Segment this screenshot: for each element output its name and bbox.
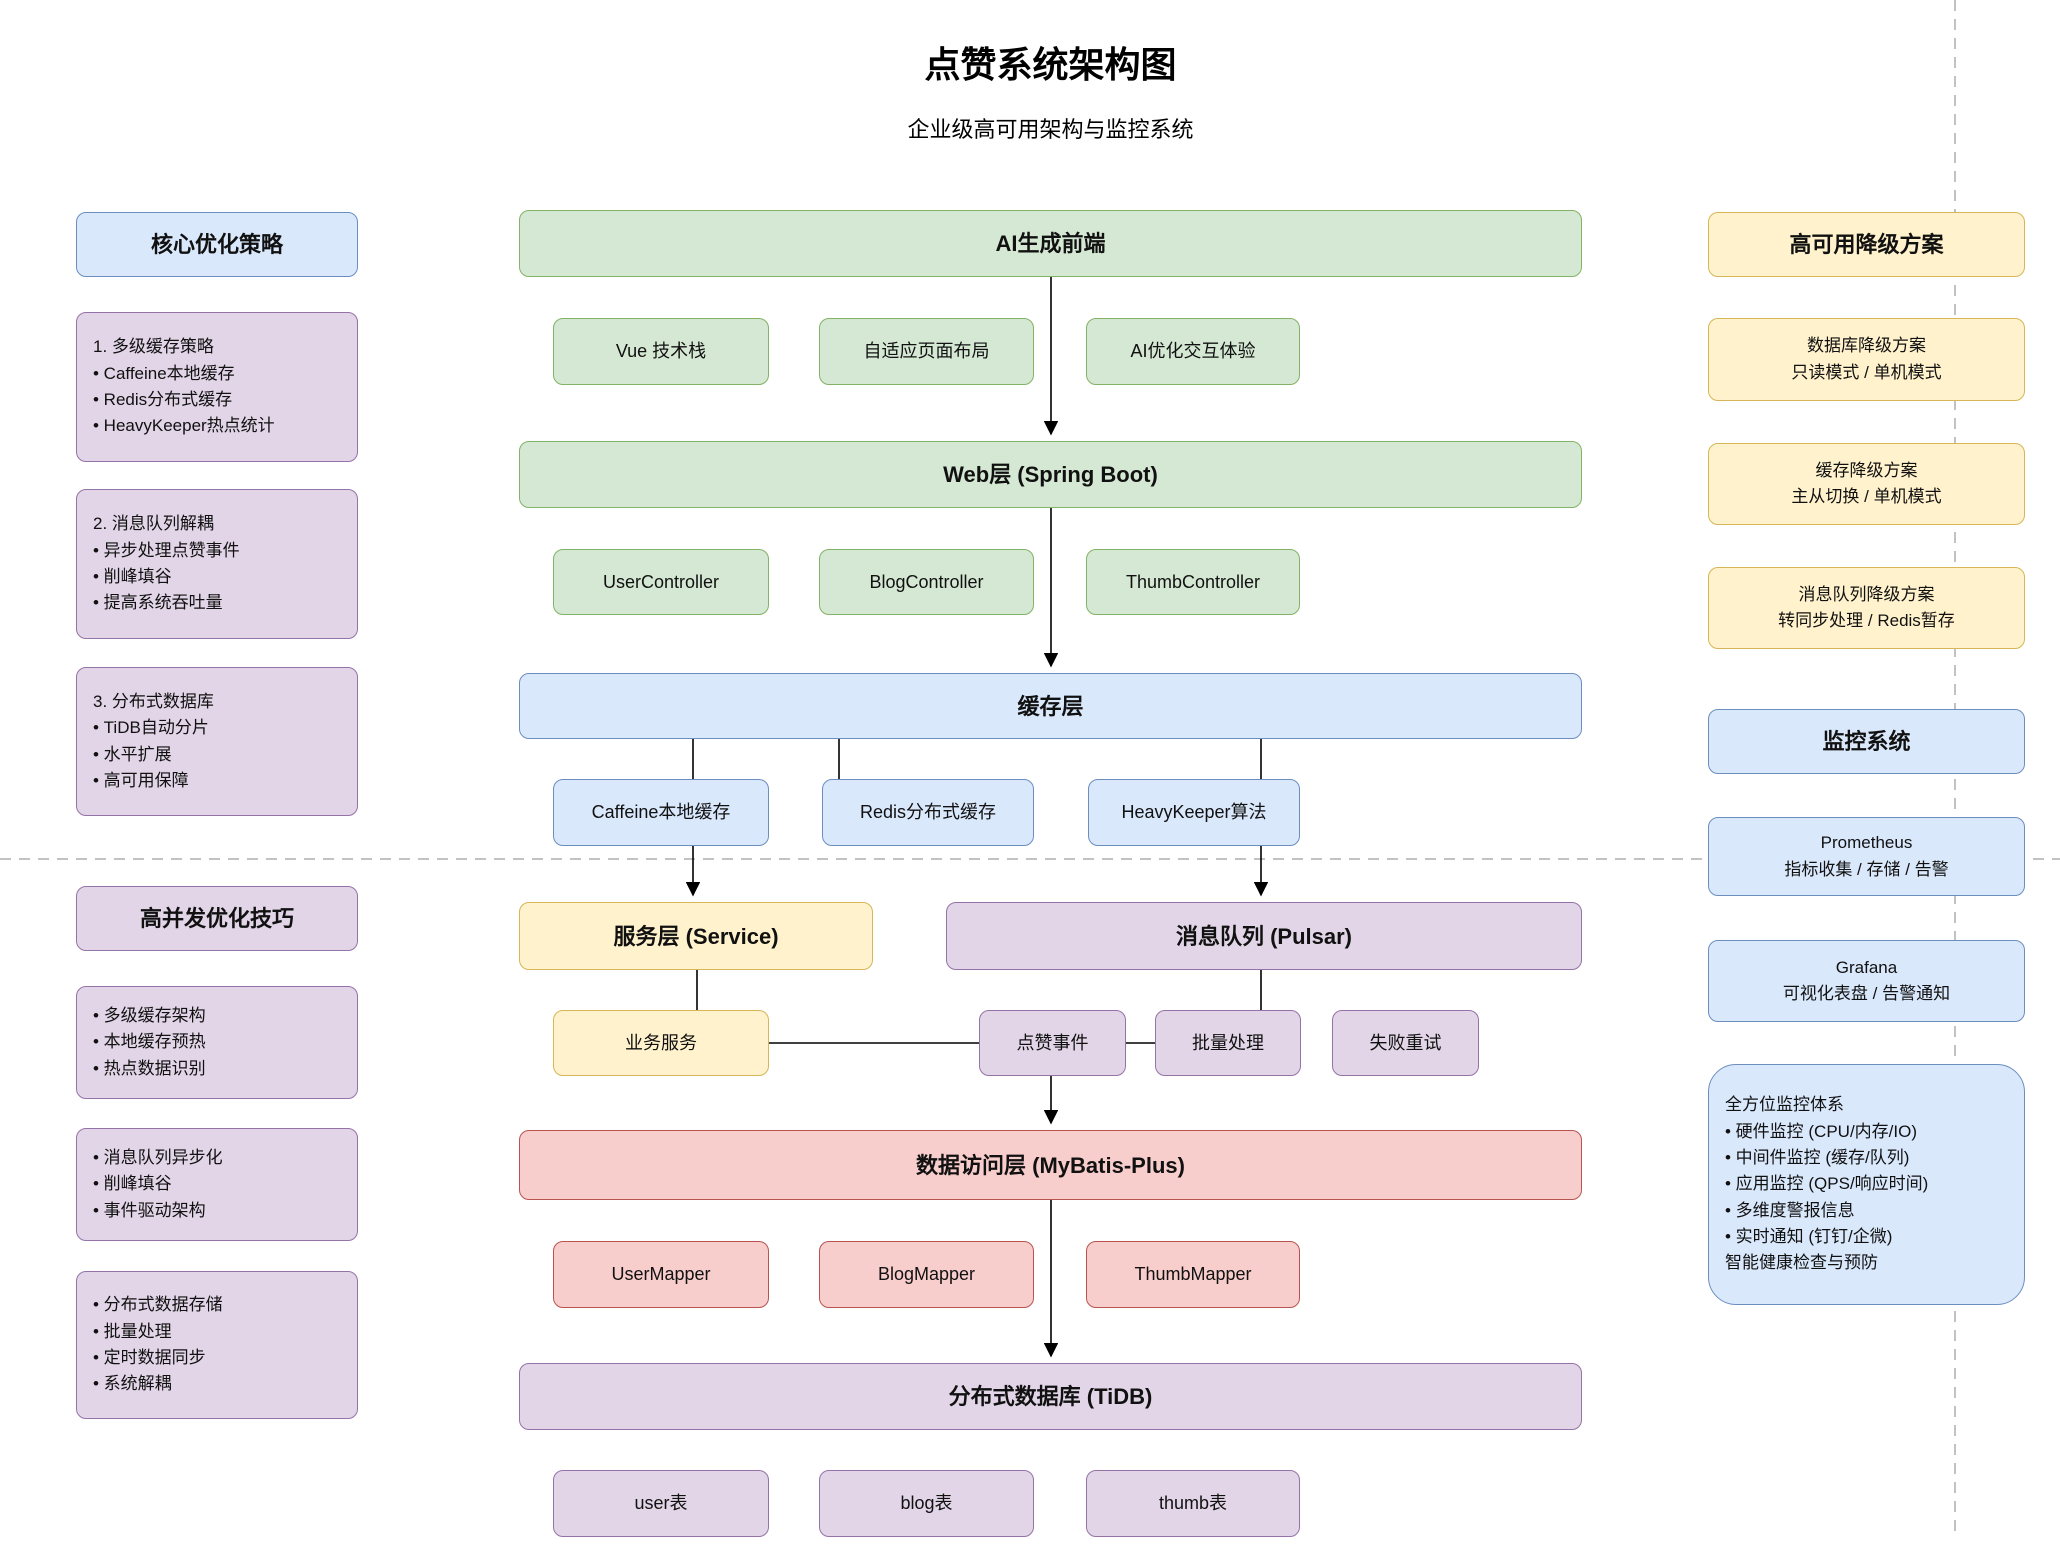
node-batch-process: 批量处理 [1155, 1010, 1301, 1076]
node-adaptive-layout: 自适应页面布局 [819, 318, 1034, 385]
degrade-box-mq: 消息队列降级方案 转同步处理 / Redis暂存 [1708, 567, 2025, 649]
strategy-box-mq: 2. 消息队列解耦 • 异步处理点赞事件 • 削峰填谷 • 提高系统吞吐量 [76, 489, 358, 639]
layer-frontend: AI生成前端 [519, 210, 1582, 277]
monitor-box-grafana: Grafana 可视化表盘 / 告警通知 [1708, 940, 2025, 1022]
node-user-controller: UserController [553, 549, 769, 615]
layer-mq: 消息队列 (Pulsar) [946, 902, 1582, 970]
node-redis-cache: Redis分布式缓存 [822, 779, 1034, 846]
layer-dao: 数据访问层 (MyBatis-Plus) [519, 1130, 1582, 1200]
monitor-header: 监控系统 [1708, 709, 2025, 774]
degrade-box-db: 数据库降级方案 只读模式 / 单机模式 [1708, 318, 2025, 401]
node-thumb-table: thumb表 [1086, 1470, 1300, 1537]
concurrency-box-storage: • 分布式数据存储 • 批量处理 • 定时数据同步 • 系统解耦 [76, 1271, 358, 1419]
page-subtitle: 企业级高可用架构与监控系统 [907, 117, 1194, 142]
node-retry: 失败重试 [1332, 1010, 1479, 1076]
node-user-table: user表 [553, 1470, 769, 1537]
node-blog-controller: BlogController [819, 549, 1034, 615]
layer-web: Web层 (Spring Boot) [519, 441, 1582, 508]
node-ai-ux: AI优化交互体验 [1086, 318, 1300, 385]
node-heavykeeper: HeavyKeeper算法 [1088, 779, 1300, 846]
node-thumb-controller: ThumbController [1086, 549, 1300, 615]
concurrency-box-mq: • 消息队列异步化 • 削峰填谷 • 事件驱动架构 [76, 1128, 358, 1241]
node-biz-service: 业务服务 [553, 1010, 769, 1076]
strategy-box-db: 3. 分布式数据库 • TiDB自动分片 • 水平扩展 • 高可用保障 [76, 667, 358, 816]
layer-db: 分布式数据库 (TiDB) [519, 1363, 1582, 1430]
layer-cache: 缓存层 [519, 673, 1582, 739]
concurrency-box-cache: • 多级缓存架构 • 本地缓存预热 • 热点数据识别 [76, 986, 358, 1099]
node-blog-table: blog表 [819, 1470, 1034, 1537]
strategy-header: 核心优化策略 [76, 212, 358, 277]
node-caffeine-cache: Caffeine本地缓存 [553, 779, 769, 846]
node-thumb-event: 点赞事件 [979, 1010, 1126, 1076]
page-title: 点赞系统架构图 [924, 44, 1177, 85]
monitor-detail-box: 全方位监控体系 • 硬件监控 (CPU/内存/IO) • 中间件监控 (缓存/队… [1708, 1064, 2025, 1305]
node-thumb-mapper: ThumbMapper [1086, 1241, 1300, 1308]
degrade-box-cache: 缓存降级方案 主从切换 / 单机模式 [1708, 443, 2025, 525]
monitor-box-prometheus: Prometheus 指标收集 / 存储 / 告警 [1708, 817, 2025, 896]
concurrency-header: 高并发优化技巧 [76, 886, 358, 951]
degrade-header: 高可用降级方案 [1708, 212, 2025, 277]
layer-service: 服务层 (Service) [519, 902, 873, 970]
node-blog-mapper: BlogMapper [819, 1241, 1034, 1308]
strategy-box-cache: 1. 多级缓存策略 • Caffeine本地缓存 • Redis分布式缓存 • … [76, 312, 358, 462]
node-vue-stack: Vue 技术栈 [553, 318, 769, 385]
node-user-mapper: UserMapper [553, 1241, 769, 1308]
